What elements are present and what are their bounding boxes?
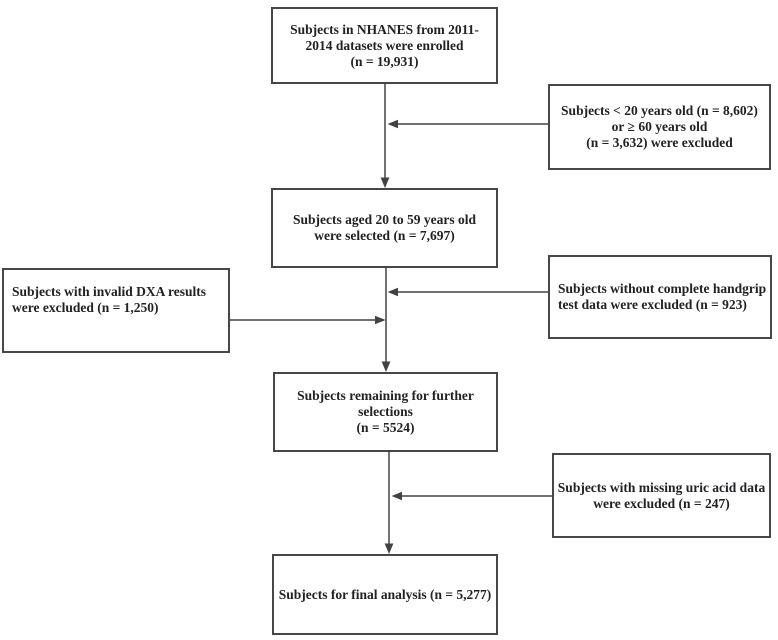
flow-box-enrolled-line-3: (n = 19,931) (350, 53, 419, 69)
flow-box-enrolled-line-2: 2014 datasets were enrolled (305, 37, 464, 53)
flow-box-dxa-excluded-line-2: were excluded (n = 1,250) (12, 299, 159, 315)
arrow-age-exclusion (387, 119, 548, 129)
flow-box-age-selected: Subjects aged 20 to 59 years old were se… (271, 188, 498, 268)
flow-box-enrolled: Subjects in NHANES from 2011- 2014 datas… (271, 7, 498, 84)
flow-box-age-excluded: Subjects < 20 years old (n = 8,602) or ≥… (548, 84, 771, 170)
flow-box-handgrip-excluded: Subjects without complete handgrip test … (548, 255, 772, 339)
arrow-selected-to-remaining (381, 268, 391, 372)
flow-box-dxa-excluded-line-1: Subjects with invalid DXA results (12, 283, 207, 299)
flow-box-age-excluded-line-1: Subjects < 20 years old (n = 8,602) (561, 103, 758, 118)
flow-box-age-excluded-line-3: (n = 3,632) were excluded (586, 135, 733, 150)
flow-box-uric-excluded-line-2: were excluded (n = 247) (593, 495, 730, 511)
arrow-enrolled-to-selected (380, 84, 390, 188)
flow-box-handgrip-excluded-line-1: Subjects without complete handgrip (558, 281, 767, 296)
arrow-remaining-to-final (384, 452, 394, 554)
flow-box-remaining-line-2: selections (358, 404, 413, 419)
arrow-dxa-exclusion (230, 315, 386, 325)
flow-box-remaining: Subjects remaining for further selection… (273, 372, 498, 452)
flow-box-uric-excluded: Subjects with missing uric acid data wer… (552, 453, 771, 538)
arrow-handgrip-exclusion (387, 287, 548, 297)
flow-box-age-selected-line-2: were selected (n = 7,697) (314, 228, 455, 243)
flow-box-dxa-excluded: Subjects with invalid DXA results were e… (2, 268, 230, 353)
arrow-uric-exclusion (391, 491, 552, 501)
flow-box-remaining-line-1: Subjects remaining for further (297, 388, 474, 403)
flow-box-handgrip-excluded-line-2: test data were excluded (n = 923) (558, 297, 747, 312)
flow-box-final: Subjects for final analysis (n = 5,277) (272, 554, 498, 635)
flow-box-remaining-line-3: (n = 5524) (356, 420, 415, 435)
flow-box-age-selected-line-1: Subjects aged 20 to 59 years old (293, 212, 476, 227)
flow-box-age-excluded-line-2: or ≥ 60 years old (611, 119, 708, 134)
flow-box-enrolled-line-1: Subjects in NHANES from 2011- (290, 21, 479, 37)
flow-box-uric-excluded-line-1: Subjects with missing uric acid data (557, 479, 766, 495)
flow-box-final-line-1: Subjects for final analysis (n = 5,277) (278, 586, 492, 602)
